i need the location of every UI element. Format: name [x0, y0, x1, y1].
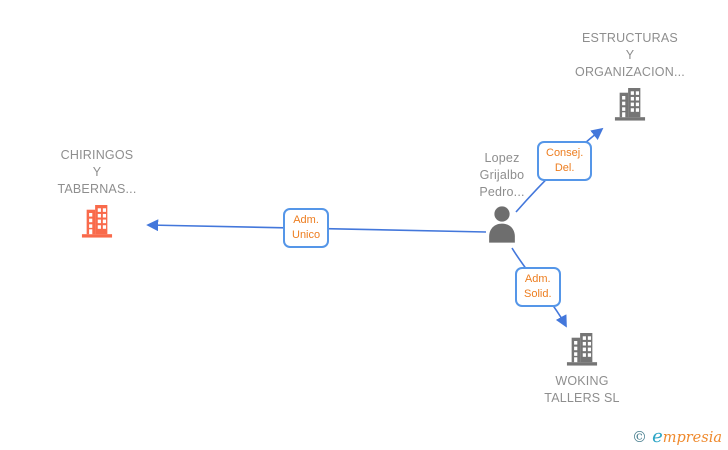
company-node-chiringos[interactable]: CHIRINGOS Y TABERNAS...: [17, 147, 177, 239]
edge-role-label-adm-solid: Adm. Solid.: [515, 267, 561, 307]
edge-role-line: Unico: [292, 229, 321, 241]
person-node-lopez-grijalbo[interactable]: Lopez Grijalbo Pedro...: [422, 150, 582, 245]
edge-role-label-consej-del: Consej. Del.: [537, 141, 593, 181]
empresia-logo-text: mpresia: [662, 430, 722, 446]
node-label-line: Grijalbo: [479, 168, 525, 182]
company-node-estructuras[interactable]: ESTRUCTURAS Y ORGANIZACION...: [550, 30, 710, 122]
edge-role-line: Adm.: [524, 273, 551, 285]
node-label-line: WOKING: [555, 374, 609, 388]
node-label: Lopez Grijalbo Pedro...: [479, 150, 524, 201]
edge-role-line: Adm.: [293, 214, 319, 226]
node-label: WOKING TALLERS SL: [544, 373, 619, 407]
node-label-line: ORGANIZACION...: [575, 65, 685, 79]
building-icon: [81, 205, 113, 238]
node-label: ESTRUCTURAS Y ORGANIZACION...: [575, 30, 685, 81]
node-label-line: TABERNAS...: [57, 182, 137, 196]
building-icon: [566, 333, 598, 366]
company-node-woking[interactable]: WOKING TALLERS SL: [502, 331, 662, 407]
node-label-line: Y: [625, 48, 635, 62]
node-label-line: ESTRUCTURAS: [582, 31, 678, 45]
person-icon: [489, 206, 515, 243]
edge-role-line: Consej.: [546, 147, 584, 159]
edge-role-line: Solid.: [524, 288, 552, 300]
node-label-line: Y: [92, 165, 102, 179]
edge-role-line: Del.: [554, 162, 575, 174]
copyright-symbol: ©: [631, 428, 647, 446]
node-label: CHIRINGOS Y TABERNAS...: [57, 147, 136, 198]
building-icon: [614, 88, 646, 121]
node-label-line: Lopez: [484, 151, 520, 165]
edge-role-label-adm-unico: Adm. Unico: [283, 208, 330, 248]
node-label-line: CHIRINGOS: [60, 148, 134, 162]
empresia-logo-e: e: [652, 426, 663, 447]
empresia-logo[interactable]: © empresia: [632, 426, 722, 447]
node-label-line: Pedro...: [479, 185, 525, 199]
node-label-line: TALLERS SL: [544, 391, 620, 405]
